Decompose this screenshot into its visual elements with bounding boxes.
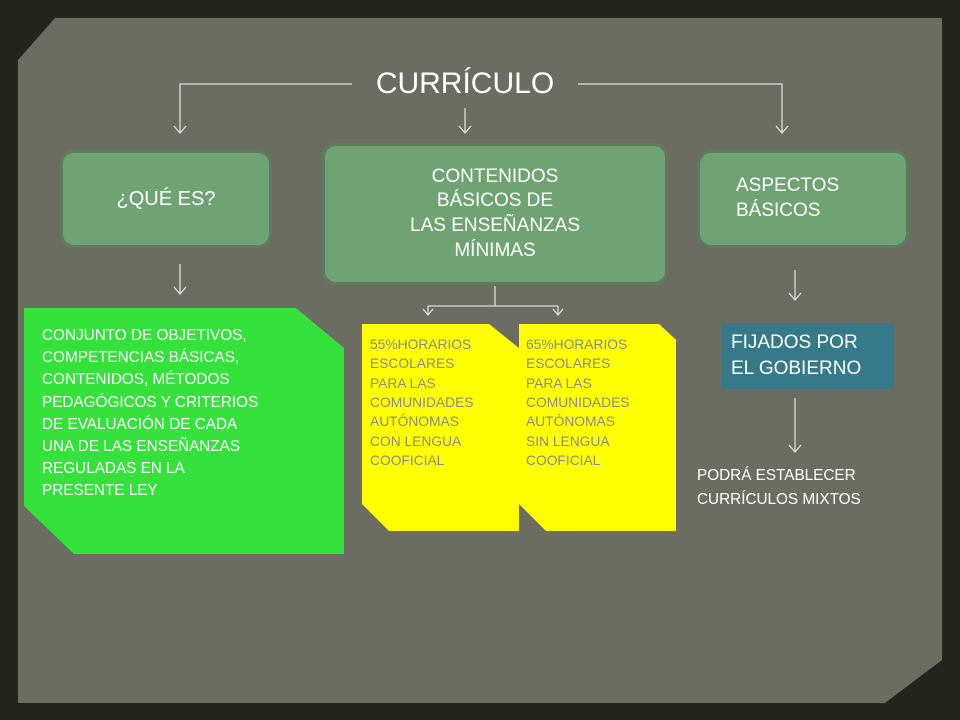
connector-contenidos-fork (427, 286, 559, 314)
arrowhead (173, 286, 187, 295)
horarios-65-shape (519, 324, 676, 531)
arrowhead (775, 125, 789, 134)
que-es-box: ¿QUÉ ES? (60, 150, 272, 248)
fijados-box: FIJADOS POR EL GOBIERNO (722, 323, 894, 389)
contenidos-label: CONTENIDOS BÁSICOS DE LAS ENSEÑANZAS MÍN… (410, 165, 580, 261)
aspectos-label: ASPECTOS BÁSICOS (736, 175, 840, 221)
horarios-65-text: 65%HORARIOS ESCOLARES PARA LAS COMUNIDAD… (526, 337, 630, 468)
arrowhead (173, 125, 187, 134)
connector-title-right (578, 83, 783, 133)
conjunto-shape (24, 308, 344, 554)
arrowhead (422, 308, 434, 317)
connector-title-left (179, 83, 352, 133)
horarios-55-text: 55%HORARIOS ESCOLARES PARA LAS COMUNIDAD… (370, 337, 474, 468)
horarios-55-shape (362, 324, 519, 531)
arrowhead (788, 444, 802, 453)
conjunto-text: CONJUNTO DE OBJETIVOS, COMPETENCIAS BÁSI… (42, 327, 259, 500)
diagram-title: CURRÍCULO (375, 67, 555, 100)
arrowhead (552, 308, 564, 317)
aspectos-box: ASPECTOS BÁSICOS (697, 150, 909, 248)
arrowhead (458, 125, 472, 134)
podra-text: PODRÁ ESTABLECER CURRÍCULOS MIXTOS (697, 467, 861, 508)
arrowhead (788, 292, 802, 301)
contenidos-box: CONTENIDOS BÁSICOS DE LAS ENSEÑANZAS MÍN… (322, 143, 668, 285)
que-es-label: ¿QUÉ ES? (116, 188, 216, 210)
